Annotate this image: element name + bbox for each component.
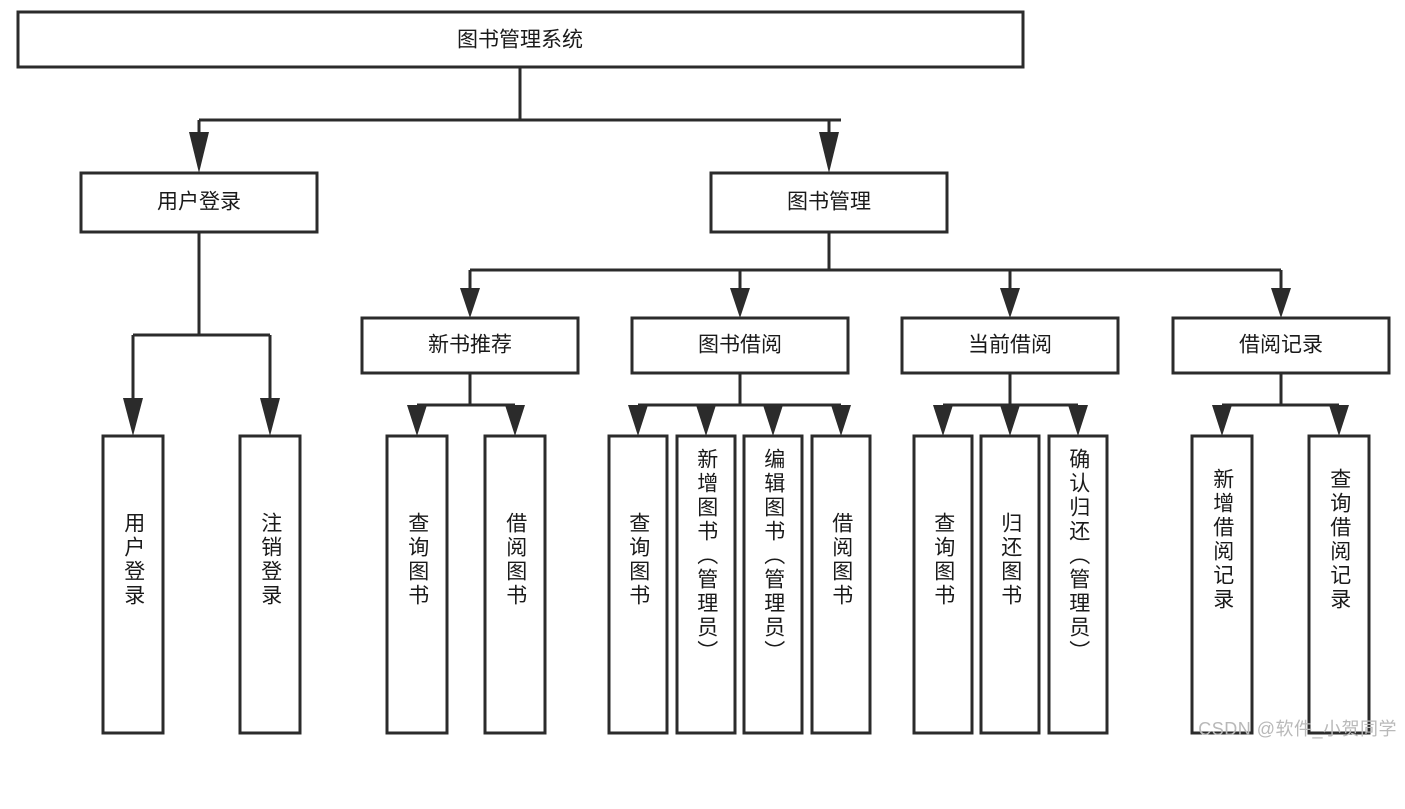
arrowhead-leaf-borrow-book-2 <box>831 405 851 436</box>
node-leaf-query-record-box[interactable] <box>1307 434 1371 735</box>
arrowhead-leaf-user-login <box>123 398 143 436</box>
node-book-borrow-box[interactable] <box>630 316 850 375</box>
node-current-borrow-box[interactable] <box>900 316 1120 375</box>
flowchart-svg: 图书管理系统 用户登录 图书管理 新书推荐 图书借阅 <box>16 10 1391 735</box>
arrowhead-leaf-confirm-return <box>1068 405 1088 436</box>
node-current-borrow-label: 当前借阅 <box>968 334 1052 357</box>
node-book-borrow-label: 图书借阅 <box>698 334 782 357</box>
arrowhead-leaf-add-record <box>1212 405 1232 436</box>
node-leaf-borrow-book-1-box[interactable] <box>483 434 547 735</box>
node-root-box[interactable] <box>16 10 1025 69</box>
node-leaf-add-book-box[interactable] <box>675 434 737 735</box>
arrowhead-leaf-query-book-3 <box>933 405 953 436</box>
node-book-borrow[interactable]: 图书借阅 <box>630 316 850 375</box>
arrowhead-new-book-recommend <box>460 288 480 318</box>
node-user-login-box[interactable] <box>79 171 319 234</box>
watermark-text: CSDN @软件_小贺同学 <box>1198 719 1397 739</box>
node-leaf-edit-book-box[interactable] <box>742 434 804 735</box>
node-leaf-borrow-book-2-box[interactable] <box>810 434 872 735</box>
arrowhead-leaf-return-book <box>1000 405 1020 436</box>
node-book-management-label: 图书管理 <box>787 191 871 214</box>
node-leaf-return-book-box[interactable] <box>979 434 1041 735</box>
arrowhead-leaf-borrow-book-1 <box>505 405 525 436</box>
arrowhead-book-management <box>819 132 839 173</box>
diagram-canvas: 图书管理系统 用户登录 图书管理 新书推荐 图书借阅 <box>16 10 1397 739</box>
node-leaf-query-book-3-box[interactable] <box>912 434 974 735</box>
node-leaf-logout-box[interactable] <box>238 434 302 735</box>
node-book-management[interactable]: 图书管理 <box>709 171 949 234</box>
node-leaf-add-record-box[interactable] <box>1190 434 1254 735</box>
node-leaf-confirm-return-box[interactable] <box>1047 434 1109 735</box>
arrowhead-book-borrow <box>730 288 750 318</box>
node-root-label: 图书管理系统 <box>457 29 583 52</box>
arrowhead-current-borrow <box>1000 288 1020 318</box>
arrowhead-borrow-record <box>1271 288 1291 318</box>
node-new-book-recommend[interactable]: 新书推荐 <box>360 316 580 375</box>
arrowhead-leaf-query-record <box>1329 405 1349 436</box>
arrowhead-user-login <box>189 132 209 173</box>
node-leaf-query-book-2-box[interactable] <box>607 434 669 735</box>
node-leaf-user-login-box[interactable] <box>101 434 165 735</box>
arrowhead-leaf-add-book <box>696 405 716 436</box>
node-borrow-record-label: 借阅记录 <box>1239 334 1323 357</box>
node-user-login[interactable]: 用户登录 <box>79 171 319 234</box>
node-borrow-record[interactable]: 借阅记录 <box>1171 316 1391 375</box>
node-root[interactable]: 图书管理系统 <box>16 10 1025 69</box>
node-leaf-query-book-1-box[interactable] <box>385 434 449 735</box>
arrowhead-leaf-logout <box>260 398 280 436</box>
node-layer: 图书管理系统 用户登录 图书管理 新书推荐 图书借阅 <box>16 10 1391 735</box>
node-new-book-recommend-label: 新书推荐 <box>428 334 512 357</box>
node-current-borrow[interactable]: 当前借阅 <box>900 316 1120 375</box>
node-user-login-label: 用户登录 <box>157 191 241 214</box>
node-borrow-record-box[interactable] <box>1171 316 1391 375</box>
arrowhead-leaf-edit-book <box>763 405 783 436</box>
node-book-management-box[interactable] <box>709 171 949 234</box>
arrowhead-leaf-query-book-1 <box>407 405 427 436</box>
connector-layer <box>123 67 1349 436</box>
arrowhead-leaf-query-book-2 <box>628 405 648 436</box>
node-new-book-recommend-box[interactable] <box>360 316 580 375</box>
